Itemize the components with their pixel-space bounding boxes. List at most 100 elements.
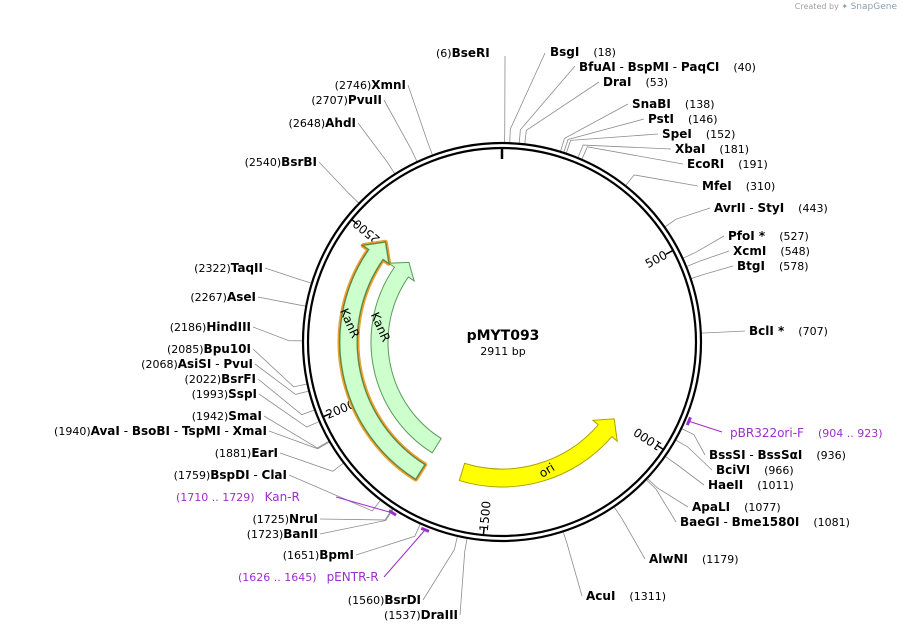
enzyme-leader-line (357, 122, 396, 175)
enzyme-leader-line (563, 118, 645, 153)
enzyme-name: EcoRI (687, 157, 724, 171)
enzyme-leader-line (518, 65, 576, 144)
enzyme-position: (2540) (245, 156, 282, 169)
enzyme-leader-line (264, 267, 312, 284)
enzyme-name: TaqII (231, 261, 263, 275)
enzyme-name: BssSαI (758, 448, 803, 462)
enzyme-name: BsrBI (281, 155, 317, 169)
enzyme-name: MfeI (702, 179, 732, 193)
enzyme-position: (191) (738, 158, 768, 171)
enzyme-label: (1723)BanII (247, 527, 318, 541)
enzyme-position: (1081) (813, 516, 850, 529)
enzyme-position: (548) (780, 245, 810, 258)
enzyme-leader-line (613, 506, 646, 560)
enzyme-name: AseI (227, 290, 256, 304)
enzyme-separator: - (720, 515, 732, 529)
enzyme-label: BfuAI - BspMI - PaqCI(40) (579, 60, 756, 74)
enzyme-leader-line (355, 523, 421, 556)
primer-leader-line (383, 529, 426, 578)
enzyme-name: ClaI (262, 468, 287, 482)
enzyme-position: (1993) (192, 388, 229, 401)
enzyme-name: PvuII (348, 93, 382, 107)
enzyme-position: (2186) (170, 321, 207, 334)
enzyme-leader-line (407, 84, 433, 156)
enzyme-position: (443) (798, 202, 828, 215)
enzyme-name: Bpu10I (204, 342, 251, 356)
enzyme-name: XmnI (371, 78, 406, 92)
primer-range: (904 .. 923) (818, 427, 883, 440)
enzyme-leader-line (509, 52, 546, 144)
enzyme-separator: - (669, 60, 681, 74)
enzyme-position: (6) (436, 47, 452, 60)
enzyme-position: (1560) (348, 594, 385, 607)
enzyme-label: (6)BseRI (436, 46, 490, 60)
enzyme-label: AcuI(1311) (586, 589, 666, 603)
enzyme-leader-line (279, 452, 345, 472)
watermark: Created by ✦ SnapGene (795, 2, 897, 12)
enzyme-name: BciVI (716, 463, 750, 477)
enzyme-name: SpeI (662, 127, 692, 141)
enzyme-label: BaeGI - Bme1580I(1081) (680, 515, 850, 529)
enzyme-label: AvrII - StyI(443) (714, 201, 828, 215)
enzyme-label: SnaBI(138) (632, 97, 715, 111)
enzyme-name: DraIII (421, 608, 458, 622)
enzyme-position: (1725) (252, 513, 289, 526)
enzyme-position: (1311) (629, 590, 666, 603)
enzyme-name: XbaI (675, 142, 705, 156)
enzyme-leader-line (686, 250, 730, 268)
enzyme-name: BsoBI (132, 424, 170, 438)
enzyme-label: (2022)BsrFI (185, 372, 256, 386)
primer-name: pBR322ori-F (730, 426, 804, 440)
enzyme-leader-line (459, 537, 468, 616)
enzyme-label: (2085)Bpu10I (167, 342, 251, 356)
enzyme-label: (2540)BsrBI (245, 155, 317, 169)
enzyme-name: BsrDI (384, 593, 421, 607)
enzyme-label: SpeI (152) (662, 127, 735, 141)
enzyme-name: AvaI (91, 424, 120, 438)
snapgene-logo-icon: ✦ (841, 2, 849, 11)
enzyme-position: (1011) (757, 479, 794, 492)
enzyme-leader-line (318, 161, 360, 204)
enzyme-separator: - (221, 424, 233, 438)
scale-tick-2500 (351, 218, 359, 226)
enzyme-label: HaeII(1011) (708, 478, 794, 492)
primer-site-marker (685, 416, 692, 426)
enzyme-leader-line (646, 477, 689, 508)
enzyme-position: (1940) (54, 425, 91, 438)
enzyme-leader-line (681, 428, 706, 456)
plasmid-name: pMYT093 (467, 328, 540, 344)
enzyme-leader-line (252, 326, 304, 342)
enzyme-position: (152) (706, 128, 736, 141)
primer-sites: pBR322ori-F(904 .. 923)(1710 .. 1729)Kan… (176, 416, 883, 584)
feature-kanr-arrow (370, 261, 442, 454)
enzyme-name: Bme1580I (732, 515, 800, 529)
enzyme-position: (310) (746, 180, 776, 193)
enzyme-label: (1651)BpmI (283, 548, 354, 562)
enzyme-name: NruI (289, 512, 318, 526)
primer-name: Kan-R (265, 490, 300, 504)
enzyme-label: (1537)DraIII (384, 608, 458, 622)
enzyme-leader-line (252, 348, 308, 388)
enzyme-name: XmaI (233, 424, 267, 438)
enzyme-position: (707) (798, 325, 828, 338)
enzyme-name: BpmI (319, 548, 354, 562)
enzyme-name: BsgI (550, 45, 579, 59)
enzyme-position: (936) (816, 449, 846, 462)
enzyme-name: AvrII (714, 201, 746, 215)
enzyme-position: (1077) (744, 501, 781, 514)
primer-range: (1626 .. 1645) (238, 571, 317, 584)
scale-tick-2000 (322, 412, 331, 418)
enzyme-leader-line (700, 330, 746, 334)
enzyme-separator: - (211, 357, 223, 371)
enzyme-label: (1942)SmaI (192, 409, 262, 423)
enzyme-label: AlwNI(1179) (649, 552, 739, 566)
enzyme-leader-line (254, 363, 310, 395)
plasmid-length: 2911 bp (480, 345, 525, 358)
enzyme-leader-line (664, 207, 711, 228)
primer-label: pBR322ori-F (904 .. 923) (730, 426, 883, 440)
enzyme-position: (146) (688, 113, 718, 126)
enzyme-label: XbaI(181) (675, 142, 749, 156)
enzyme-leader-line (562, 531, 583, 597)
